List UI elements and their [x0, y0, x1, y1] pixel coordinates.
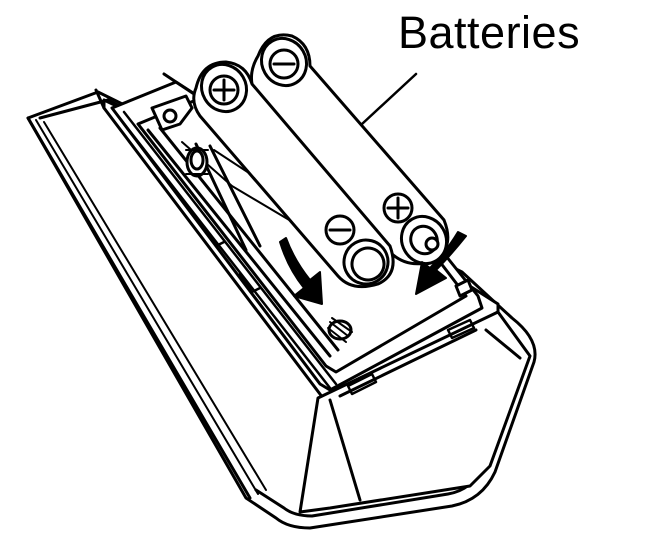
battery-back — [251, 30, 455, 272]
batteries-leader-line — [362, 74, 416, 124]
insert-arrow-right — [416, 232, 466, 294]
spring-contact-bottom — [328, 318, 352, 342]
insert-arrow-left — [280, 238, 322, 304]
battery-front-minus-terminal-icon — [326, 216, 354, 244]
battery-front — [193, 56, 396, 292]
battery-back-minus-terminal-icon — [270, 50, 298, 78]
spring-contact-top — [186, 148, 208, 176]
batteries-label: Batteries — [398, 7, 581, 58]
battery-back-plus-terminal-icon — [384, 194, 412, 222]
battery-front-plus-terminal-icon — [210, 76, 238, 104]
